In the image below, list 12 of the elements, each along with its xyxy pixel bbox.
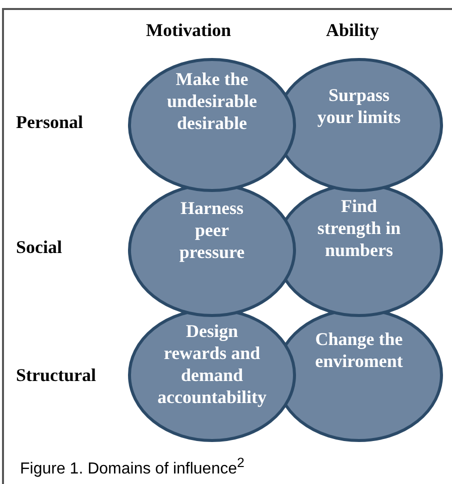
strategy-text: Harness peer pressure [178, 197, 246, 263]
column-header: Motivation [146, 20, 231, 41]
row-header: Structural [16, 365, 96, 386]
column-header: Ability [326, 20, 380, 41]
strategy-text: Find strength in numbers [316, 195, 402, 261]
strategy-text: Surpass your limits [316, 84, 402, 128]
row-header: Personal [16, 112, 83, 133]
row-header: Social [16, 237, 62, 258]
figure-caption: Figure 1. Domains of influence$^{2}$ [20, 455, 244, 478]
strategy-text: Design rewards and demand accountability [156, 320, 268, 408]
strategy-text: Change the enviroment [314, 328, 404, 372]
strategy-text: Make the undesirable desirable [166, 68, 258, 134]
